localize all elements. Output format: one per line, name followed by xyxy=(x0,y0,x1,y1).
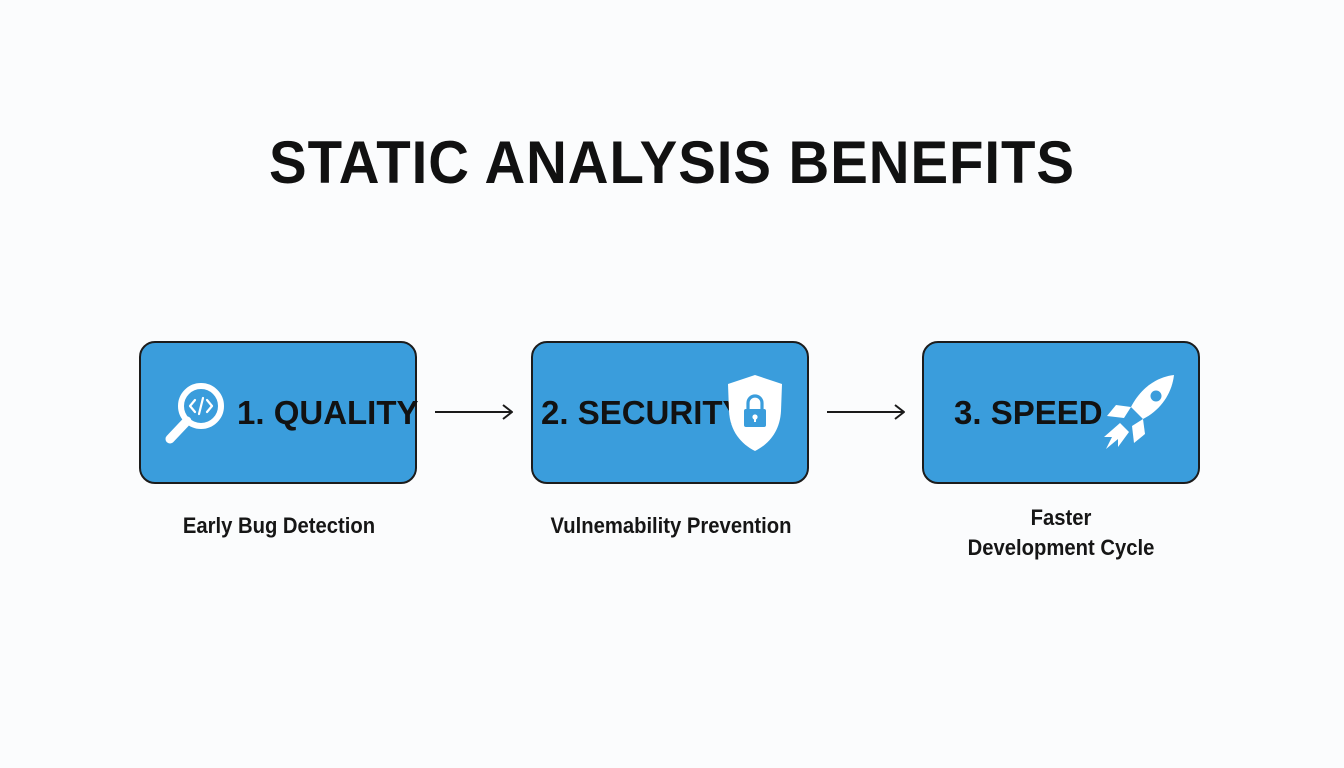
magnifier-code-icon xyxy=(165,382,224,443)
step-caption-security: Vulnemability Prevention xyxy=(533,511,809,541)
step-label-speed: 3. SPEED xyxy=(954,393,1103,431)
step-box-speed: 3. SPEED xyxy=(922,341,1200,484)
diagram-title: STATIC ANALYSIS BENEFITS xyxy=(269,129,1075,196)
step-box-security: 2. SECURITY xyxy=(531,341,809,484)
caption-line: Vulnemability Prevention xyxy=(550,513,792,538)
arrow-right-icon xyxy=(435,404,513,420)
step-caption-speed: Faster Development Cycle xyxy=(923,503,1199,563)
step-caption-quality: Early Bug Detection xyxy=(141,511,417,541)
caption-line: Early Bug Detection xyxy=(182,513,376,538)
step-label-quality: 1. QUALITY xyxy=(237,393,419,431)
arrow-right-icon xyxy=(827,404,905,420)
shield-lock-icon xyxy=(728,374,782,451)
step-label-security: 2. SECURITY xyxy=(541,393,745,431)
caption-line: Development Cycle xyxy=(967,535,1155,560)
step-box-quality: 1. QUALITY xyxy=(139,341,419,484)
rocket-icon xyxy=(1104,374,1174,449)
caption-line: Faster xyxy=(1030,505,1092,530)
